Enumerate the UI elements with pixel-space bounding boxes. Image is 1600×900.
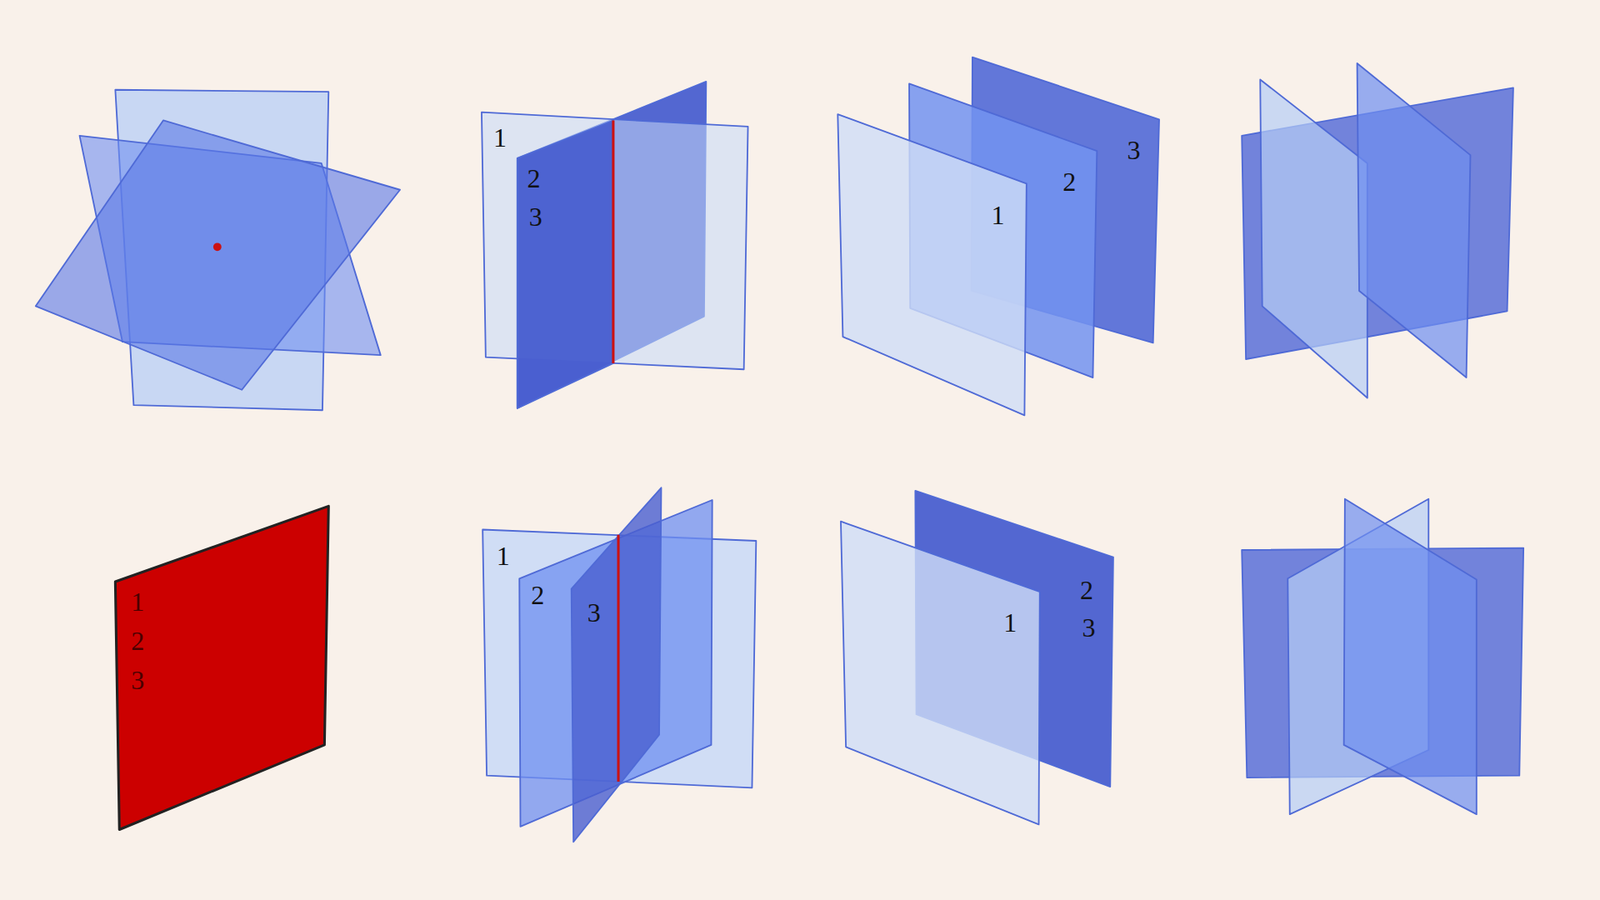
plane-number: 3: [1126, 136, 1140, 164]
plane: [840, 521, 1040, 825]
plane-number: 2: [1080, 576, 1094, 604]
plane: [517, 120, 614, 408]
plane-number: 1: [1003, 609, 1017, 636]
plane-number: 3: [587, 599, 601, 626]
plane: [571, 487, 662, 842]
plane: [35, 120, 400, 390]
intersection-line: [611, 120, 615, 363]
plane-number: 2: [130, 627, 145, 655]
plane-number: 1: [493, 124, 507, 151]
plane-number: 1: [130, 588, 145, 615]
plane-number: 3: [1082, 614, 1096, 641]
plane-number: 2: [530, 581, 545, 609]
plane-number: 1: [496, 542, 510, 570]
plane: [1344, 499, 1477, 815]
plane-number: 1: [991, 201, 1005, 229]
plane-number: 2: [1062, 168, 1076, 195]
coincident-plane: [115, 505, 329, 830]
plane: [837, 114, 1027, 415]
intersection-line: [617, 535, 620, 782]
plane-number: 2: [526, 165, 540, 192]
plane: [1260, 80, 1368, 399]
plane: [1357, 63, 1471, 378]
plane-number: 3: [130, 666, 145, 694]
plane-number: 3: [529, 203, 543, 230]
intersection-point: [213, 242, 222, 251]
